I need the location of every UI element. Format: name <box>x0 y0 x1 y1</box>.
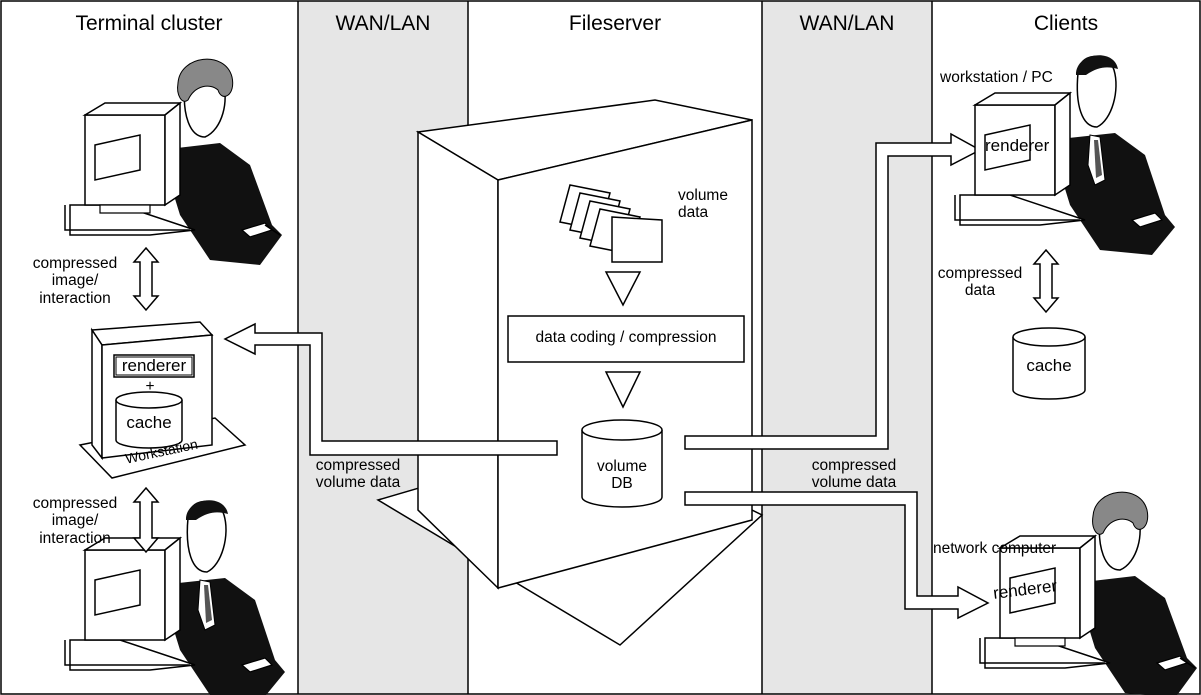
client-renderer-top-label: renderer <box>985 136 1050 155</box>
header-clients: Clients <box>1033 12 1099 35</box>
client-cache-cylinder <box>1012 327 1086 400</box>
workstation-plus: + <box>145 378 155 395</box>
arrow-to-workstation <box>223 322 558 456</box>
server-left-face <box>417 130 499 590</box>
volume-db-cylinder <box>581 419 663 508</box>
header-terminal-cluster: Terminal cluster <box>75 12 223 35</box>
double-arrow-clients <box>1032 248 1060 314</box>
right-compressed-volume-label: compressed volume data <box>811 457 897 492</box>
arrow-to-workstation-pc <box>684 132 982 450</box>
coding-box <box>507 315 745 363</box>
workstation-cache-label: cache <box>126 413 172 432</box>
terminal-user-top <box>64 58 283 266</box>
terminal-compressed-top: compressed image/ interaction <box>32 255 118 307</box>
volume-data-icon <box>559 184 663 263</box>
flow-triangle-1 <box>604 271 642 307</box>
workstation-renderer-label: renderer <box>121 356 187 375</box>
left-compressed-volume-label: compressed volume data <box>315 457 401 492</box>
header-wan-lan-right: WAN/LAN <box>799 12 895 35</box>
volume-db-label: volume DB <box>597 458 647 493</box>
workstation-pc-label: workstation / PC <box>940 69 1053 86</box>
wan-lan-band-right <box>762 1 932 694</box>
coding-label: data coding / compression <box>535 329 717 346</box>
workstation-box <box>78 321 247 479</box>
flow-triangle-2 <box>604 371 642 409</box>
arrow-to-network-computer <box>684 491 990 620</box>
network-computer-label: network computer <box>933 540 1057 557</box>
double-arrow-terminal-top <box>132 246 160 312</box>
client-cache-label: cache <box>1026 356 1072 375</box>
header-wan-lan-left: WAN/LAN <box>335 12 431 35</box>
volume-data-label: volume data <box>678 187 728 222</box>
header-fileserver: Fileserver <box>568 12 662 35</box>
terminal-compressed-bottom: compressed image/ interaction <box>32 495 118 547</box>
client-compressed-data-label: compressed data <box>937 265 1023 300</box>
double-arrow-terminal-bottom <box>132 486 160 554</box>
